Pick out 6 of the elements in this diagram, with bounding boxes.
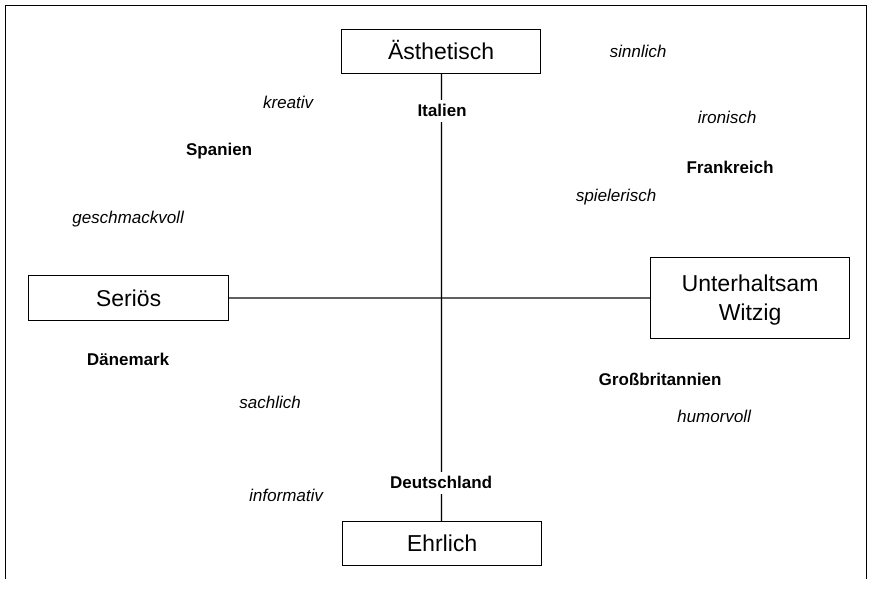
axis-line: [229, 297, 650, 299]
category-box: Seriös: [28, 275, 229, 321]
category-box: Unterhaltsam Witzig: [650, 257, 850, 339]
axis-line: [440, 74, 442, 521]
category-box: Ehrlich: [342, 521, 542, 566]
category-box: Ästhetisch: [341, 29, 541, 74]
